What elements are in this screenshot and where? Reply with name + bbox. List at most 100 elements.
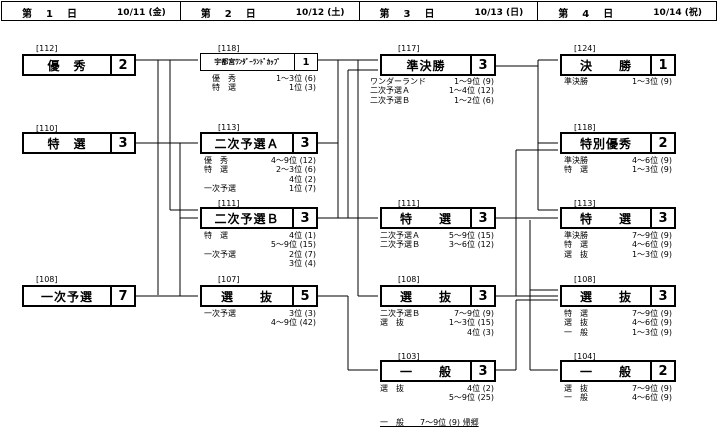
race-count: 1 bbox=[302, 56, 310, 68]
detail-source: 一次予選 bbox=[204, 184, 236, 194]
detail-line: 3位 (4) bbox=[204, 259, 316, 268]
race-count: 3 bbox=[300, 210, 310, 226]
detail-placing: 4位 (2) bbox=[467, 384, 494, 393]
detail-source: 選 抜 bbox=[380, 318, 404, 328]
code-d1-yusyu: [112] bbox=[36, 44, 58, 53]
race-count: 2 bbox=[658, 363, 668, 379]
detail-placing: 1～9位 (9) bbox=[453, 77, 494, 86]
detail-source: 特 選 bbox=[212, 83, 236, 93]
connector-d3-jun bbox=[496, 59, 558, 211]
code-d2-senbatsu: [107] bbox=[218, 275, 240, 284]
race-count: 2 bbox=[118, 57, 128, 73]
detail-placing: 1～2位 (6) bbox=[453, 95, 494, 105]
race-detail-d4-tokubetsu: 準決勝 4～6位 (9) 特 選 1～3位 (9) bbox=[564, 156, 672, 175]
race-box-d2-senbatsu: 選 抜 5 bbox=[200, 285, 318, 307]
detail-source: 特 選 bbox=[204, 231, 228, 240]
detail-source: 特 選 bbox=[564, 309, 588, 318]
detail-line: 準決勝 4～6位 (9) bbox=[564, 156, 672, 165]
race-name: 選 抜 bbox=[202, 287, 294, 305]
race-name: 二次予選Ｂ bbox=[202, 209, 294, 227]
detail-source: 特 選 bbox=[564, 240, 588, 250]
detail-source: 選 抜 bbox=[564, 318, 588, 328]
detail-placing: 5～9位 (15) bbox=[270, 240, 316, 250]
detail-placing: 3～6位 (12) bbox=[448, 240, 494, 250]
code-d1-ichiji: [108] bbox=[36, 275, 58, 284]
race-name: 一次予選 bbox=[24, 287, 112, 305]
race-count: 7 bbox=[118, 288, 128, 304]
detail-line: 選 抜 1～3位 (15) bbox=[380, 318, 494, 327]
detail-placing: 4～9位 (42) bbox=[270, 318, 316, 328]
detail-source: 準決勝 bbox=[564, 156, 588, 165]
race-box-d1-ichiji: 一次予選 7 bbox=[22, 285, 136, 307]
detail-placing: 2位 (7) bbox=[289, 249, 316, 259]
connector-d2-niB-jun bbox=[347, 69, 378, 218]
detail-placing: 2～3位 (6) bbox=[275, 165, 316, 175]
detail-line: 4位 (2) bbox=[204, 175, 316, 184]
detail-source: 準決勝 bbox=[564, 77, 588, 86]
detail-source: 一 般 bbox=[564, 393, 588, 403]
race-name: 特 選 bbox=[382, 209, 472, 227]
detail-source: 二次予選Ｂ bbox=[370, 95, 410, 105]
code-d3-ippan: [103] bbox=[398, 352, 420, 361]
detail-placing: 1～3位 (15) bbox=[448, 318, 494, 328]
code-d3-jun: [117] bbox=[398, 44, 420, 53]
detail-placing: 1～3位 (9) bbox=[631, 165, 672, 175]
connector-d3-senbatsu bbox=[496, 220, 558, 371]
race-count: 3 bbox=[658, 210, 668, 226]
race-box-d2-wonder: 宇都宮ﾜﾝﾀﾞｰﾗﾝﾄﾞｶｯﾌﾟ 1 bbox=[200, 53, 318, 71]
code-d4-senbatsu: [108] bbox=[574, 275, 596, 284]
detail-placing: 4～6位 (9) bbox=[631, 156, 672, 165]
detail-line: 5～9位 (25) bbox=[380, 393, 494, 402]
detail-placing: 7～9位 (9) bbox=[631, 384, 672, 393]
connector-d1-tokusen bbox=[136, 59, 198, 295]
code-d3-tokusen: [111] bbox=[398, 199, 420, 208]
detail-placing: 1～4位 (12) bbox=[448, 86, 494, 96]
race-count: 5 bbox=[300, 288, 310, 304]
race-count: 3 bbox=[478, 363, 488, 379]
detail-source: 優 秀 bbox=[212, 74, 236, 83]
detail-line: 二次予選Ｂ 3～6位 (12) bbox=[380, 240, 494, 249]
detail-line: 4～9位 (42) bbox=[204, 318, 316, 327]
race-name: 特 選 bbox=[24, 134, 112, 152]
detail-source: 二次予選Ｂ bbox=[380, 240, 420, 250]
code-d4-ippan: [104] bbox=[574, 352, 596, 361]
detail-source: 一次予選 bbox=[204, 249, 236, 259]
detail-source: 特 選 bbox=[564, 165, 588, 175]
detail-placing: 3位 (3) bbox=[289, 309, 316, 318]
detail-placing: 4～6位 (9) bbox=[631, 240, 672, 250]
race-box-d2-niB: 二次予選Ｂ 3 bbox=[200, 207, 318, 229]
detail-source: 二次予選Ａ bbox=[380, 231, 420, 240]
race-name: 選 抜 bbox=[562, 287, 652, 305]
race-count: 3 bbox=[478, 288, 488, 304]
race-name: 宇都宮ﾜﾝﾀﾞｰﾗﾝﾄﾞｶｯﾌﾟ bbox=[201, 54, 295, 70]
code-d2-niB: [111] bbox=[218, 199, 240, 208]
